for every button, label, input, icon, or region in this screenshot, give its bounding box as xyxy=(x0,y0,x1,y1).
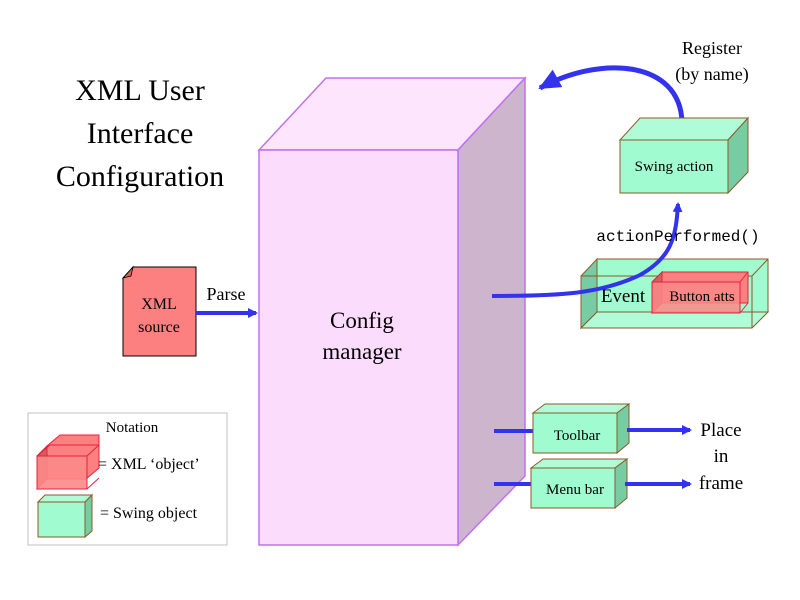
toolbar-label: Toolbar xyxy=(554,428,600,444)
button-atts-box: Button atts xyxy=(651,270,749,315)
event-label: Event xyxy=(601,286,646,307)
menu-bar-box: Menu bar xyxy=(494,458,692,510)
menu-bar-top-face xyxy=(529,458,629,469)
menu-bar-label: Menu bar xyxy=(546,482,604,498)
xml-object-icon-edge xyxy=(86,477,100,490)
swing-object-icon-side xyxy=(84,493,93,539)
parse-arrow: Parse xyxy=(196,284,258,318)
parse-label: Parse xyxy=(207,284,246,304)
xml-object-icon-front xyxy=(36,455,88,490)
title-line-2: Interface xyxy=(87,117,194,150)
config-manager-label-2: manager xyxy=(322,339,402,364)
place-in-frame-line-1: Place xyxy=(700,420,741,441)
place-in-frame-line-3: frame xyxy=(699,473,743,494)
legend-xml-object-label: = XML ‘object’ xyxy=(98,456,200,473)
toolbar-box: Toolbar xyxy=(494,403,692,455)
diagram-title: XML User Interface Configuration xyxy=(56,74,224,193)
action-performed-label: actionPerformed() xyxy=(596,228,759,246)
button-atts-edge xyxy=(739,271,749,283)
legend-title: Notation xyxy=(106,420,159,436)
config-manager-side-face xyxy=(457,76,526,547)
toolbar-front-face xyxy=(532,412,618,454)
xml-source-label-1: XML xyxy=(141,296,177,313)
button-atts-edge xyxy=(739,302,749,314)
swing-action-label: Swing action xyxy=(635,159,714,175)
title-line-1: XML User xyxy=(75,74,205,107)
swing-object-icon-front xyxy=(37,501,86,538)
page-fold-icon xyxy=(121,265,134,279)
config-manager-box: Config manager xyxy=(257,76,527,547)
button-atts-label: Button atts xyxy=(669,289,735,305)
register-arrow-curve xyxy=(538,65,685,123)
config-manager-front-face xyxy=(258,149,459,546)
swing-object-icon-top xyxy=(36,494,94,503)
action-performed-arrow-curve xyxy=(491,202,683,298)
xml-source-label-2: source xyxy=(138,319,180,336)
legend-swing-object-label: = Swing object xyxy=(100,505,198,522)
register-label-1: Register xyxy=(682,38,742,58)
button-atts-front-face xyxy=(651,281,741,314)
place-in-frame-line-2: in xyxy=(714,446,729,467)
config-manager-label-1: Config xyxy=(330,308,394,333)
toolbar-top-face xyxy=(531,403,631,414)
xml-object-icon-edge xyxy=(36,444,51,457)
place-in-frame-label: Place in frame xyxy=(699,420,743,494)
xml-object-legend-icon xyxy=(36,434,100,491)
xml-source-document: XML source xyxy=(121,265,197,357)
event-edge xyxy=(751,258,769,277)
xml-object-icon-edge xyxy=(86,444,100,457)
swing-object-legend-icon xyxy=(36,493,94,539)
register-label-2: (by name) xyxy=(675,64,748,85)
menu-bar-front-face xyxy=(530,467,616,509)
notation-legend: Notation = XML ‘object’ = Swing object xyxy=(27,412,228,546)
event-bottom-face xyxy=(579,311,770,329)
register-arrow: Register (by name) xyxy=(538,38,749,123)
swing-action-front-face xyxy=(619,139,729,194)
action-performed-arrow: actionPerformed() xyxy=(491,202,760,298)
swing-action-box: Swing action xyxy=(618,116,750,195)
swing-action-top-face xyxy=(618,117,750,141)
title-line-3: Configuration xyxy=(56,160,224,193)
